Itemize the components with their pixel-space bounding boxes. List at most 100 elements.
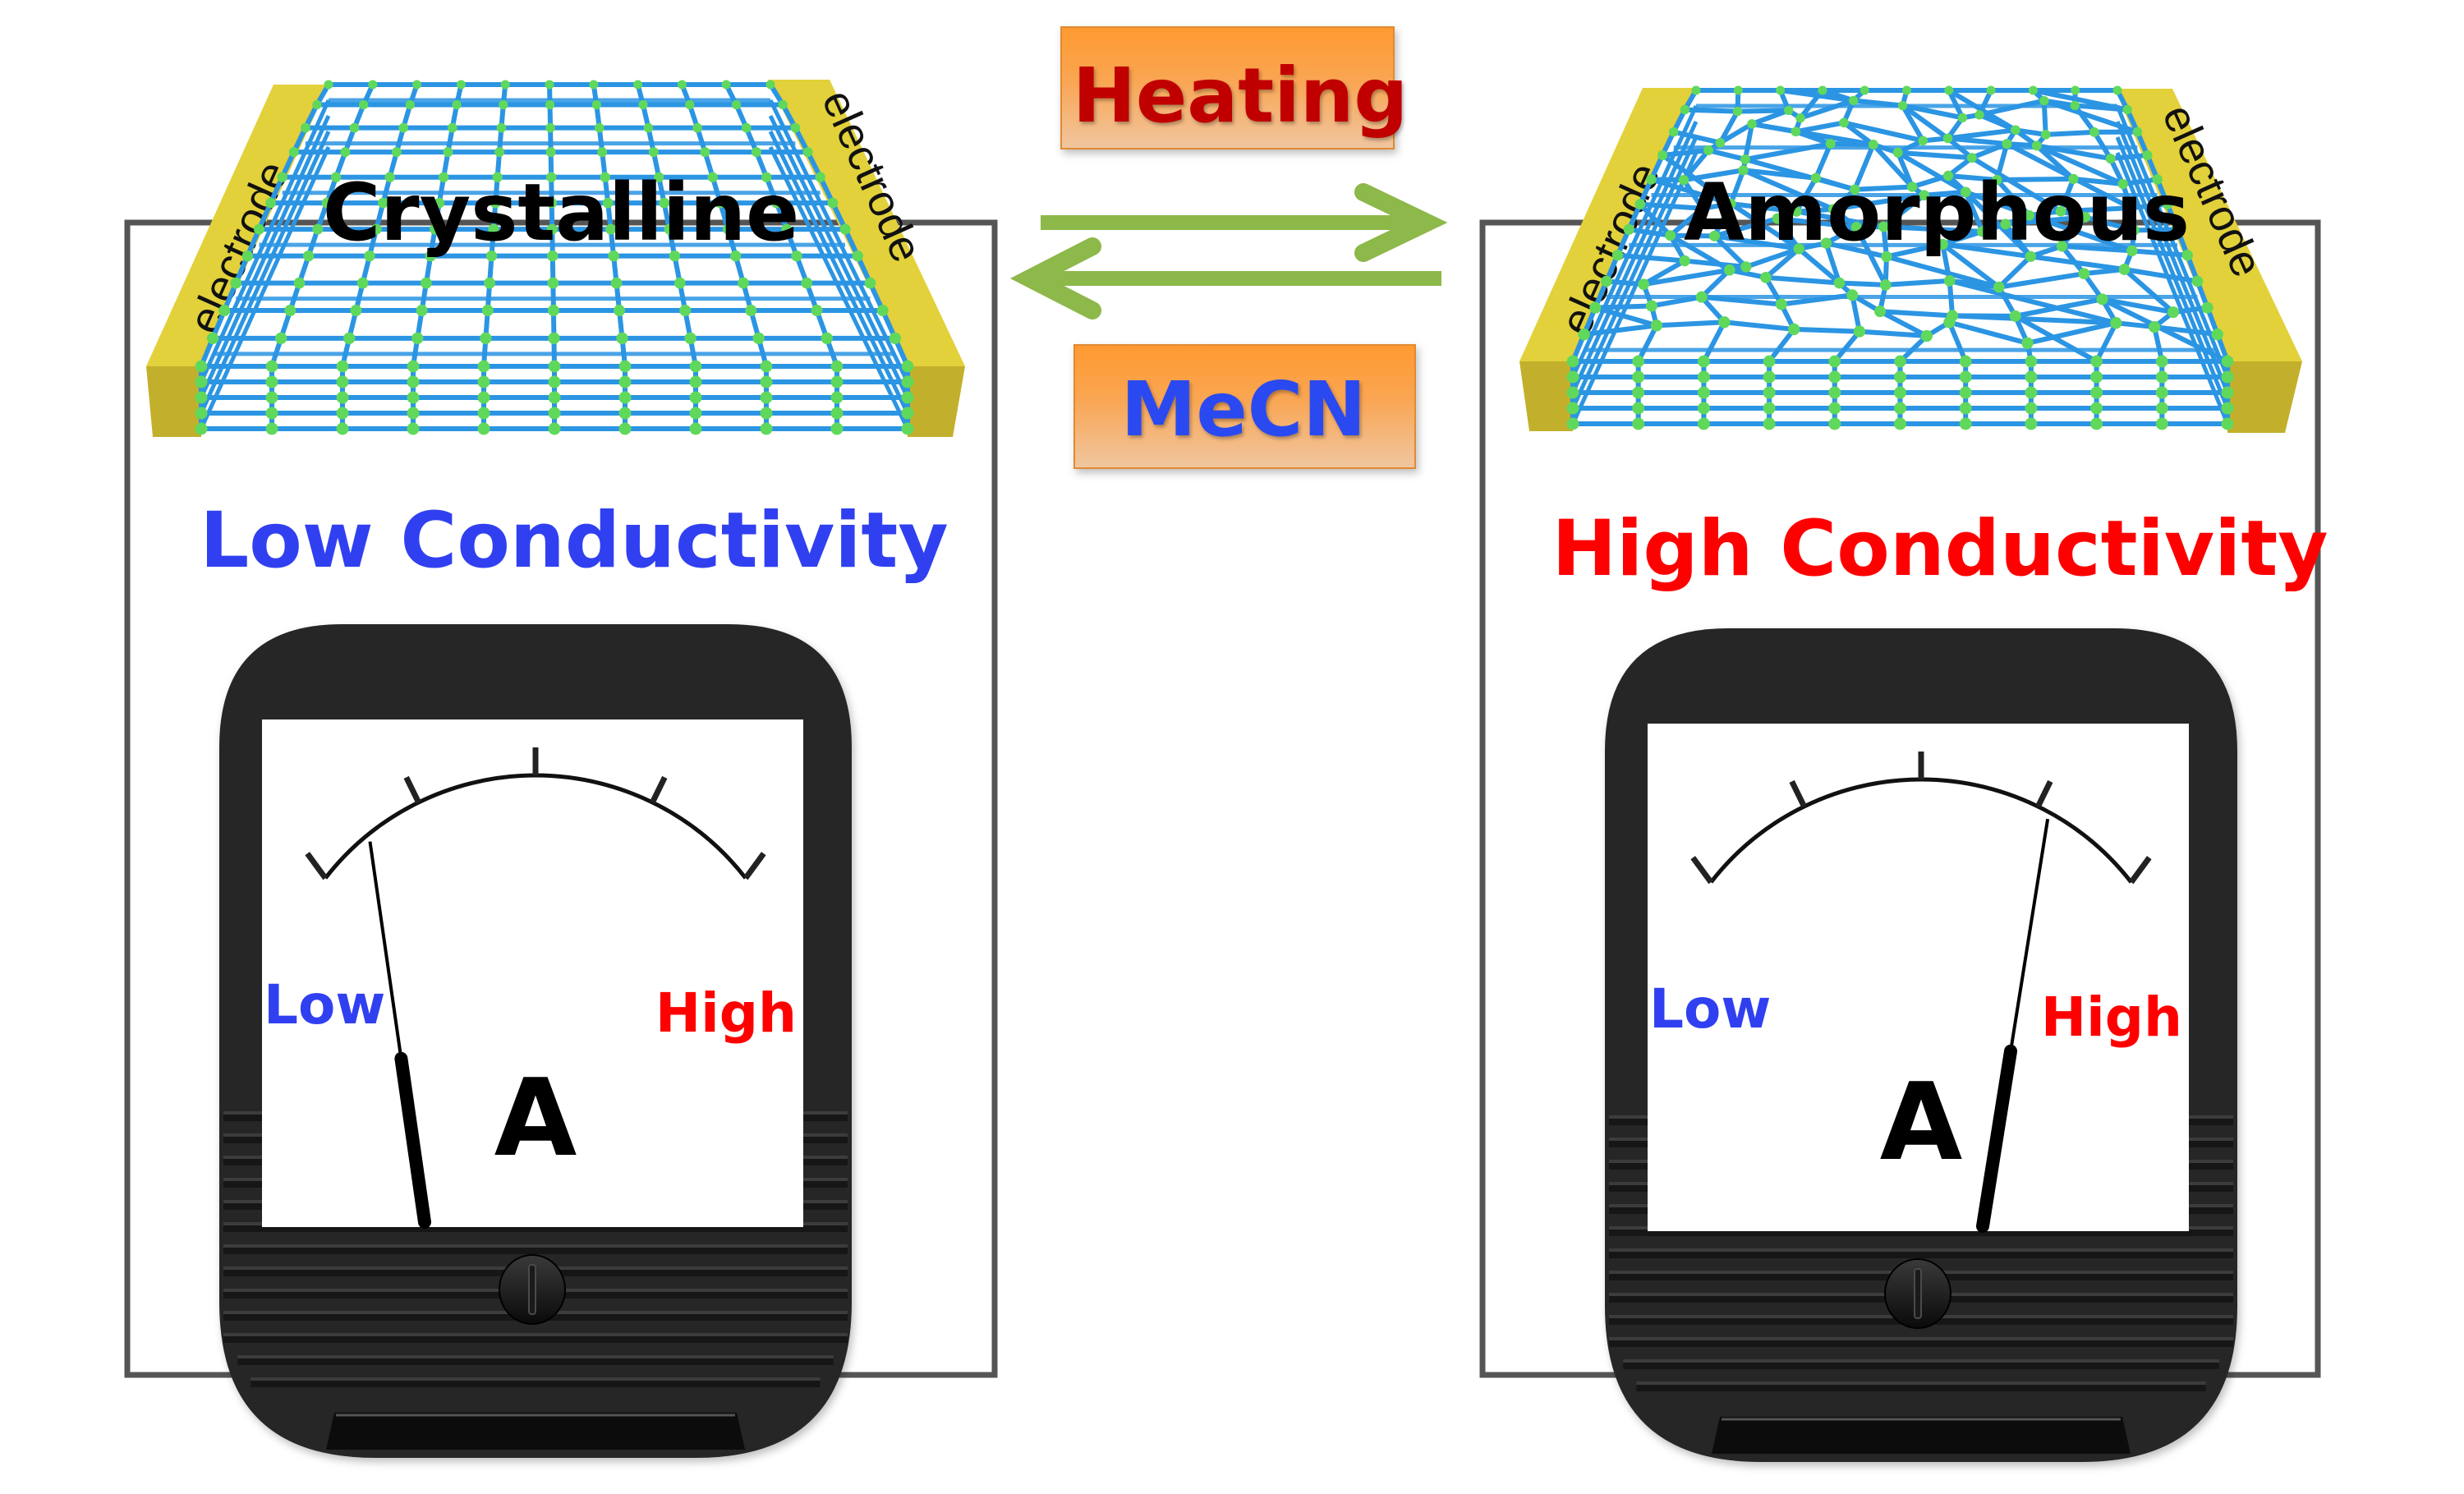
lattice-node [452, 99, 462, 110]
lattice-bond [1628, 227, 1671, 238]
lattice-node [1959, 417, 1972, 430]
lattice-bond [1941, 241, 2001, 290]
lattice-bond [1701, 320, 1727, 363]
lattice-node [2117, 178, 2128, 190]
lattice-node [830, 407, 844, 420]
lattice-bond [1978, 113, 2017, 133]
lattice-bond [1854, 226, 1888, 287]
lattice-bond [1681, 149, 1711, 182]
lattice-node [1833, 277, 1846, 289]
lattice-node [265, 375, 278, 388]
lattice-bond [2073, 176, 2123, 186]
lattice-node [1634, 199, 1646, 209]
lattice-node [638, 99, 648, 110]
scale-low-label: Low [264, 973, 385, 1037]
lattice-node [548, 407, 561, 420]
lattice-bond [1767, 328, 1796, 363]
lattice-bond [1712, 234, 1748, 269]
lattice-bond [1800, 98, 1855, 121]
lattice-node [321, 197, 333, 209]
lattice-bond [2060, 215, 2088, 248]
dial-tick [305, 852, 329, 880]
lattice-node [1632, 417, 1645, 430]
electrode-front-face [908, 366, 965, 437]
lattice-node [2025, 386, 2038, 399]
lattice-node [2025, 251, 2036, 262]
lattice-node [1679, 255, 1690, 267]
lattice-node [2055, 205, 2066, 217]
lattice-node [1697, 386, 1710, 399]
lattice-node [2181, 250, 2193, 261]
lattice-bond [1878, 309, 1928, 338]
mecn-box [1073, 344, 1416, 469]
lattice-node [1859, 85, 1869, 95]
lattice-node [722, 223, 733, 235]
lattice-node [1732, 106, 1743, 117]
lattice-node [1894, 402, 1906, 415]
meter-face [262, 719, 803, 1227]
lattice-node [2201, 301, 2213, 314]
lattice-node [791, 250, 802, 262]
lattice-node [1853, 325, 1866, 338]
lattice-node [1632, 355, 1645, 368]
lattice-node [1918, 136, 1928, 146]
lattice-node [1820, 237, 1832, 249]
lattice-node [643, 122, 654, 133]
lattice-bond [2122, 267, 2176, 315]
lattice-node [364, 250, 375, 262]
lattice-bond [1855, 184, 1913, 192]
lattice-node [1697, 402, 1710, 415]
lattice-node [548, 422, 561, 435]
lattice-node [1697, 203, 1708, 214]
dial-scale-arc [324, 773, 747, 880]
lattice-node [700, 147, 710, 158]
lattice-bond [1656, 319, 1725, 329]
lattice-bond [1617, 252, 1685, 264]
lattice-node [416, 305, 428, 317]
lattice-node [605, 223, 617, 235]
lattice-node [2155, 417, 2168, 430]
lattice-node [2096, 293, 2108, 306]
dial-tick [742, 852, 766, 880]
lattice-bond [1911, 173, 1949, 190]
lattice-node [1894, 355, 1906, 368]
lattice-bond [2122, 177, 2158, 186]
lattice-node [2126, 202, 2136, 214]
lattice-node [546, 223, 558, 235]
lattice-node [771, 197, 782, 209]
lattice-bond [1638, 202, 1672, 237]
lattice-bond [1684, 258, 1747, 269]
lattice-node [1942, 170, 1954, 182]
lattice-node [1943, 274, 1956, 287]
lattice-bond [2060, 205, 2131, 214]
lattice-node [2221, 355, 2234, 368]
unit-label: A [494, 1055, 577, 1180]
mecn-condition [1073, 344, 1416, 469]
lattice-node [195, 375, 208, 388]
lattice-node [1703, 145, 1714, 156]
lattice-node [1959, 370, 1972, 384]
lattice-node [545, 147, 556, 158]
electrode-top-face [146, 85, 329, 366]
lattice-node [336, 360, 349, 373]
lattice-node [330, 172, 342, 182]
lattice-node [594, 122, 605, 133]
lattice-node [430, 223, 441, 235]
lattice-node [751, 147, 761, 158]
lattice-node [618, 407, 632, 420]
lattice-node [760, 407, 773, 420]
scale-high-label: High [2041, 986, 2182, 1049]
lattice-bond [2035, 143, 2124, 186]
lattice-bond [1606, 278, 1644, 287]
lattice-node [1894, 370, 1906, 384]
lattice-bond [1595, 303, 1652, 310]
forward-arrowhead-icon [1354, 183, 1448, 262]
lattice-bond [1639, 201, 1703, 211]
lattice-node [2028, 85, 2038, 95]
electrode-front-face [1519, 361, 1573, 431]
lattice-node [2025, 417, 2038, 430]
lattice-bond [2092, 131, 2113, 160]
lattice-bond [1896, 150, 1967, 195]
lattice-node [901, 422, 914, 435]
lattice-node [1708, 230, 1720, 241]
